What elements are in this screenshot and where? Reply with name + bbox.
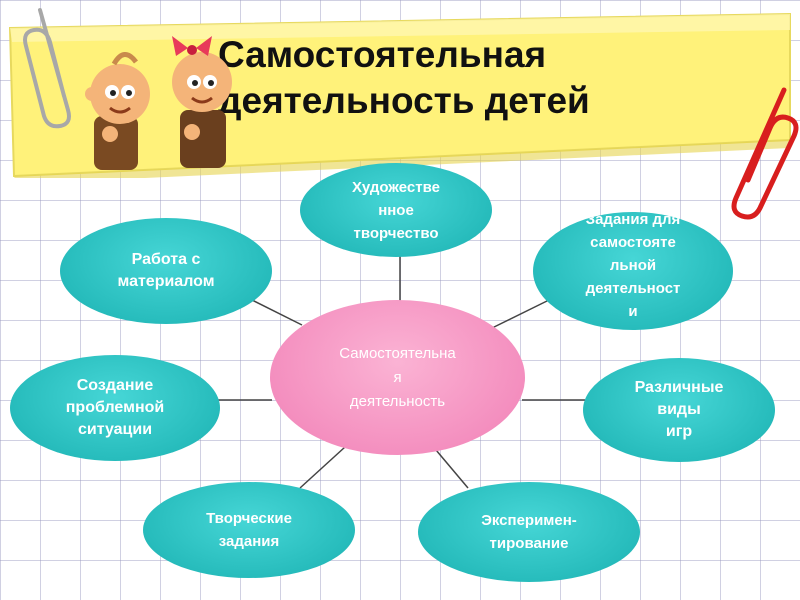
node-line: тирование [489, 535, 569, 552]
node-line: проблемной [65, 399, 165, 416]
node-line: виды [657, 401, 701, 418]
node-problem-situation: Создание проблемной ситуации [10, 355, 220, 461]
node-experimentation: Эксперимен- тирование [418, 482, 640, 582]
node-line: Художестве [352, 178, 440, 196]
node-line: творчество [353, 224, 439, 242]
node-various-games: Различные виды игр [583, 358, 775, 462]
paperclip-icon [23, 8, 71, 129]
node-line: игр [665, 423, 693, 440]
center-line-3: деятельность [349, 392, 446, 410]
node-line: Задания для [585, 212, 681, 228]
node-line: деятельност [585, 280, 681, 297]
node-line: Создание [76, 377, 154, 394]
cartoon-kids-illustration [85, 36, 232, 170]
node-line: ситуации [77, 421, 153, 438]
center-line-2: я [393, 368, 402, 386]
title-line-2: деятельность детей [218, 80, 590, 121]
center-node-independent-activity: Самостоятельна я деятельность [270, 300, 525, 455]
title-line-1: Самостоятельная [218, 34, 547, 75]
node-line: задания [218, 533, 280, 550]
node-artistic-creativity: Художестве нное творчество [300, 163, 492, 257]
node-line: льной [609, 257, 657, 274]
page-title: Самостоятельная деятельность детей [218, 32, 738, 124]
node-line: самостояте [590, 234, 676, 251]
node-line: и [628, 303, 638, 320]
node-line: Работа с [131, 251, 201, 268]
node-line: Эксперимен- [481, 512, 577, 529]
node-creative-tasks: Творческие задания [143, 482, 355, 578]
node-working-with-material: Работа с материалом [60, 218, 272, 324]
node-line: Творческие [206, 510, 292, 527]
node-line: нное [378, 201, 414, 219]
paperclip-icon [731, 87, 799, 220]
node-line: материалом [117, 273, 215, 290]
node-tasks-independent-activity: Задания для самостояте льной деятельност… [533, 212, 733, 330]
node-line: Различные [634, 379, 724, 396]
center-line-1: Самостоятельна [339, 344, 456, 362]
